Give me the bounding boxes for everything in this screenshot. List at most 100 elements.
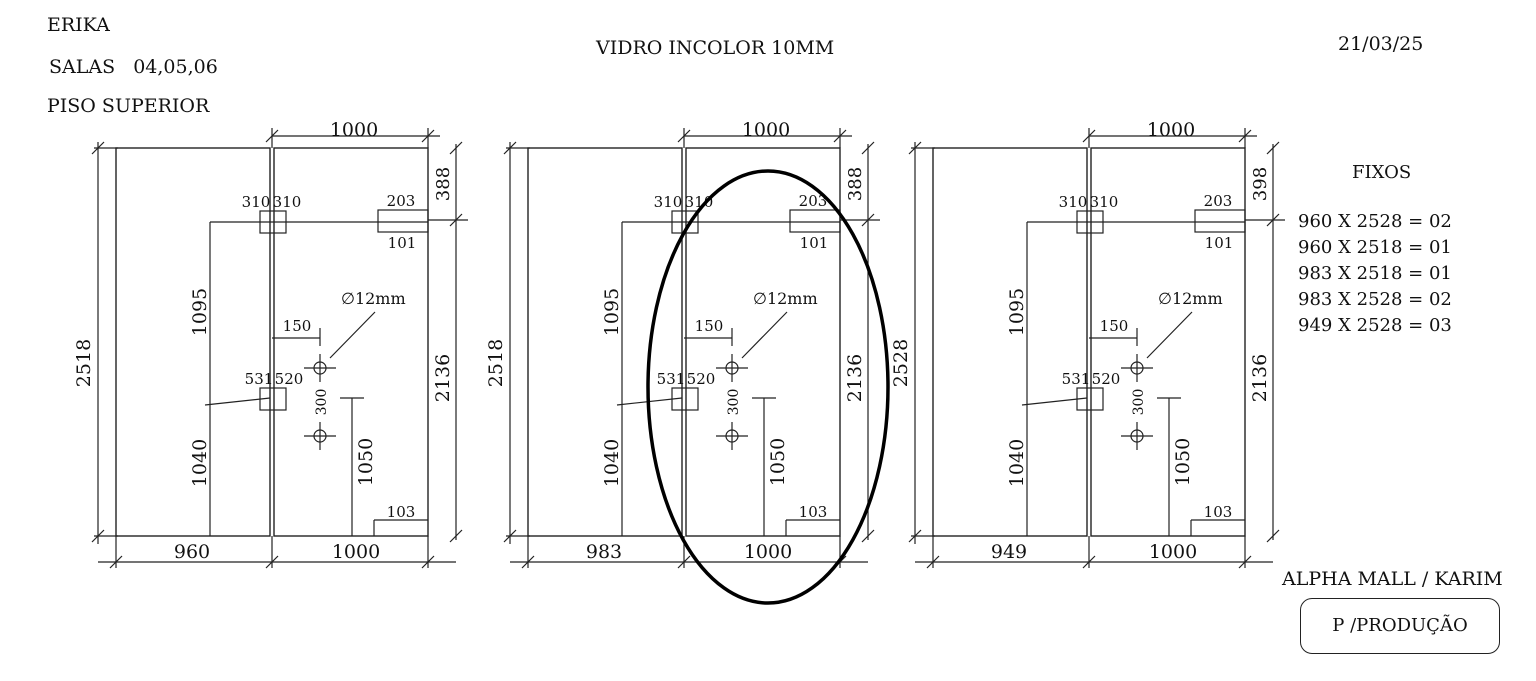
top-width-label: 1000 — [742, 119, 790, 141]
dim-tick — [861, 141, 875, 155]
project-client: ALPHA MALL / KARIM — [1282, 568, 1503, 590]
overall-height-label: 2518 — [73, 339, 95, 387]
fixos-item: 949 X 2528 = 03 — [1298, 315, 1452, 336]
fixos-item: 983 X 2518 = 01 — [1298, 263, 1452, 284]
left-glass-panel — [932, 147, 1088, 537]
dim-tick — [449, 529, 463, 543]
top-right-label: 398 — [1250, 167, 1271, 201]
top-corner-box — [377, 209, 429, 233]
right-height-label: 2136 — [1249, 354, 1271, 402]
hinge-top-a-label: 310 — [242, 193, 271, 211]
rooms-label: SALAS 04,05,06 — [49, 56, 218, 78]
right-width-label: 1000 — [744, 541, 792, 563]
dim-tick — [908, 141, 922, 155]
hole-leader-line — [329, 311, 376, 359]
hole-diameter-label: ∅12mm — [341, 289, 406, 308]
dim-tick — [861, 213, 875, 227]
dim-tick — [265, 555, 279, 569]
dim-tick — [503, 529, 517, 543]
right-glass-panel — [273, 147, 429, 537]
dim-tick — [421, 555, 435, 569]
right-height-label: 2136 — [844, 354, 866, 402]
hinge-bottom-a-label: 531 — [1062, 370, 1091, 388]
handle-height-label: 1050 — [1172, 438, 1194, 486]
hole-leader-line — [1146, 311, 1193, 359]
dim-tick — [677, 129, 691, 143]
dim-tick — [521, 555, 535, 569]
date-label: 21/03/25 — [1338, 33, 1424, 55]
material-title: VIDRO INCOLOR 10MM — [596, 37, 835, 59]
hole-spacing-label: 300 — [314, 389, 330, 416]
floor-label: PISO SUPERIOR — [47, 95, 210, 117]
dim-tick — [1082, 555, 1096, 569]
dim-tick — [91, 529, 105, 543]
right-glass-panel — [1090, 147, 1246, 537]
fixos-list: 960 X 2528 = 02 960 X 2518 = 01 983 X 25… — [1298, 209, 1452, 339]
left-glass-panel — [527, 147, 683, 537]
top-width-label: 1000 — [1147, 119, 1195, 141]
upper-vertical-label: 1095 — [1006, 288, 1028, 336]
right-glass-panel — [685, 147, 841, 537]
dim-tick — [265, 129, 279, 143]
dim-tick — [449, 141, 463, 155]
left-glass-panel — [115, 147, 271, 537]
bottom-hinge-box — [259, 387, 287, 411]
dim-tick — [1266, 529, 1280, 543]
overall-height-label: 2528 — [890, 339, 912, 387]
bottom-hinge-box — [1076, 387, 1104, 411]
hole-leader-line — [741, 311, 788, 359]
dim-tick — [1238, 129, 1252, 143]
fixos-item: 983 X 2528 = 02 — [1298, 289, 1452, 310]
top-corner-box — [789, 209, 841, 233]
dim-tick — [861, 529, 875, 543]
bottom-hinge-box — [671, 387, 699, 411]
hinge-bottom-a-label: 531 — [657, 370, 686, 388]
corner-top-label: 203 — [387, 192, 416, 210]
corner-bottom-label: 103 — [799, 503, 828, 521]
lower-vertical-label: 1040 — [189, 439, 211, 487]
upper-vertical-label: 1095 — [601, 288, 623, 336]
corner-bottom-label: 103 — [387, 503, 416, 521]
hole-offset-label: 150 — [283, 317, 312, 335]
dim-tick — [421, 129, 435, 143]
upper-vertical-label: 1095 — [189, 288, 211, 336]
dim-tick — [1238, 555, 1252, 569]
highlight-ellipse — [646, 169, 890, 605]
top-right-label: 388 — [433, 167, 454, 201]
dim-tick — [449, 213, 463, 227]
hole-offset-label: 150 — [695, 317, 724, 335]
hole-spacing-label: 300 — [726, 389, 742, 416]
hinge-top-b-label: 310 — [273, 193, 302, 211]
hinge-bottom-a-label: 531 — [245, 370, 274, 388]
production-stamp: P /PRODUÇÃO — [1300, 598, 1500, 654]
client-name: ERIKA — [47, 14, 110, 36]
dim-line — [204, 397, 271, 406]
dim-tick — [833, 129, 847, 143]
hole-offset-label: 150 — [1100, 317, 1129, 335]
dim-tick — [1266, 141, 1280, 155]
dim-tick — [109, 555, 123, 569]
right-height-label: 2136 — [432, 354, 454, 402]
hole-spacing-label: 300 — [1131, 389, 1147, 416]
dim-tick — [1266, 213, 1280, 227]
hinge-bottom-b-label: 520 — [687, 370, 716, 388]
top-width-label: 1000 — [330, 119, 378, 141]
dim-tick — [91, 141, 105, 155]
right-width-label: 1000 — [332, 541, 380, 563]
dim-tick — [1082, 129, 1096, 143]
top-right-label: 388 — [845, 167, 866, 201]
dim-line — [1021, 397, 1088, 406]
corner-top-label: 203 — [1204, 192, 1233, 210]
top-hinge-box — [259, 210, 287, 234]
lower-vertical-label: 1040 — [1006, 439, 1028, 487]
hole-diameter-label: ∅12mm — [753, 289, 818, 308]
corner-top-b-label: 101 — [388, 234, 417, 252]
fixos-item: 960 X 2528 = 02 — [1298, 211, 1452, 232]
left-width-label: 960 — [174, 541, 210, 563]
dim-tick — [503, 141, 517, 155]
